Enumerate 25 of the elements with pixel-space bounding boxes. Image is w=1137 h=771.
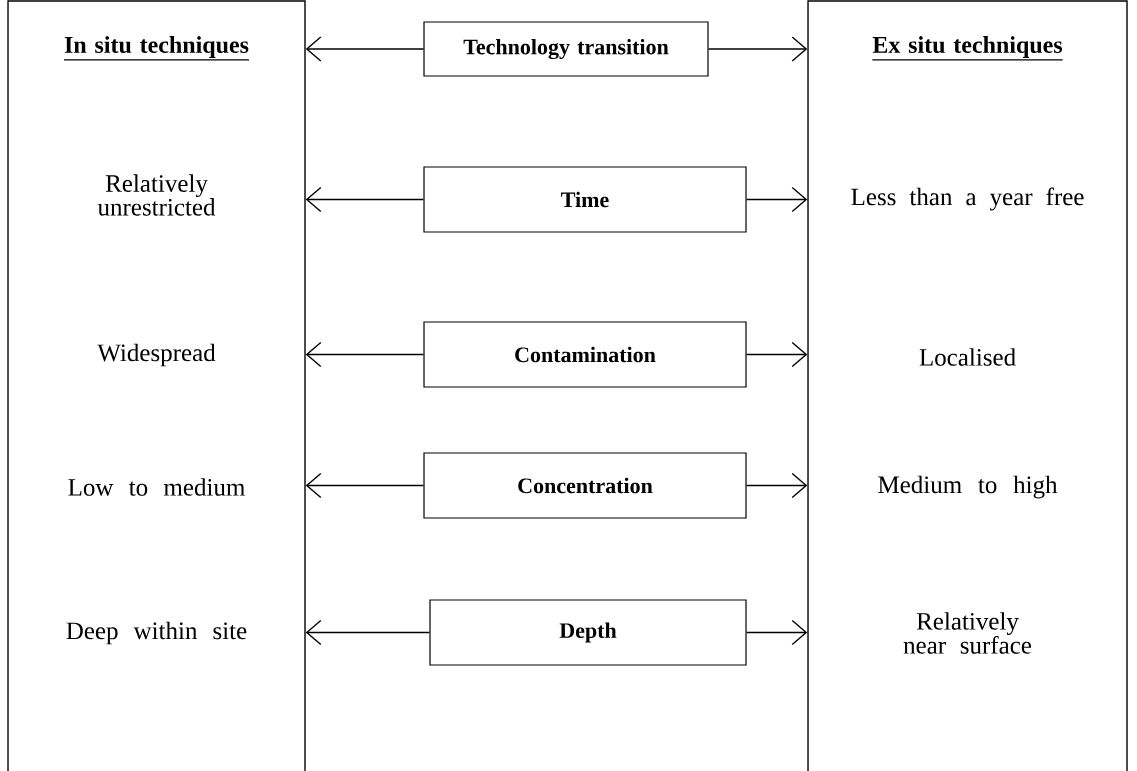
column-heading: Ex situ techniques [871,36,1064,61]
arrow [305,619,431,646]
property-text: Low to medium [68,478,245,496]
property-text: Relatively unrestricted [97,174,216,216]
arrow [305,36,425,62]
arrow [305,186,425,213]
property-text: Deep within site [66,621,247,645]
property-text: Medium to high [878,475,1058,499]
arrow [745,619,808,646]
arrow [745,341,808,368]
arrow [707,36,808,62]
criterion-box: Contamination [423,321,747,388]
criterion-box: Concentration [423,452,747,519]
property-text: Widespread [97,343,216,367]
property-text: Relatively near surface [903,612,1032,654]
arrow [305,341,425,368]
criterion-box: Time [423,166,747,233]
column-heading: In situ techniques [63,36,250,61]
criterion-box: Technology transition [423,21,709,77]
property-text: Less than a year free [851,187,1084,211]
arrow [745,186,808,213]
arrow [745,472,808,499]
property-text: Localised [919,348,1016,366]
criterion-box: Depth [429,599,747,666]
arrow [305,472,425,499]
